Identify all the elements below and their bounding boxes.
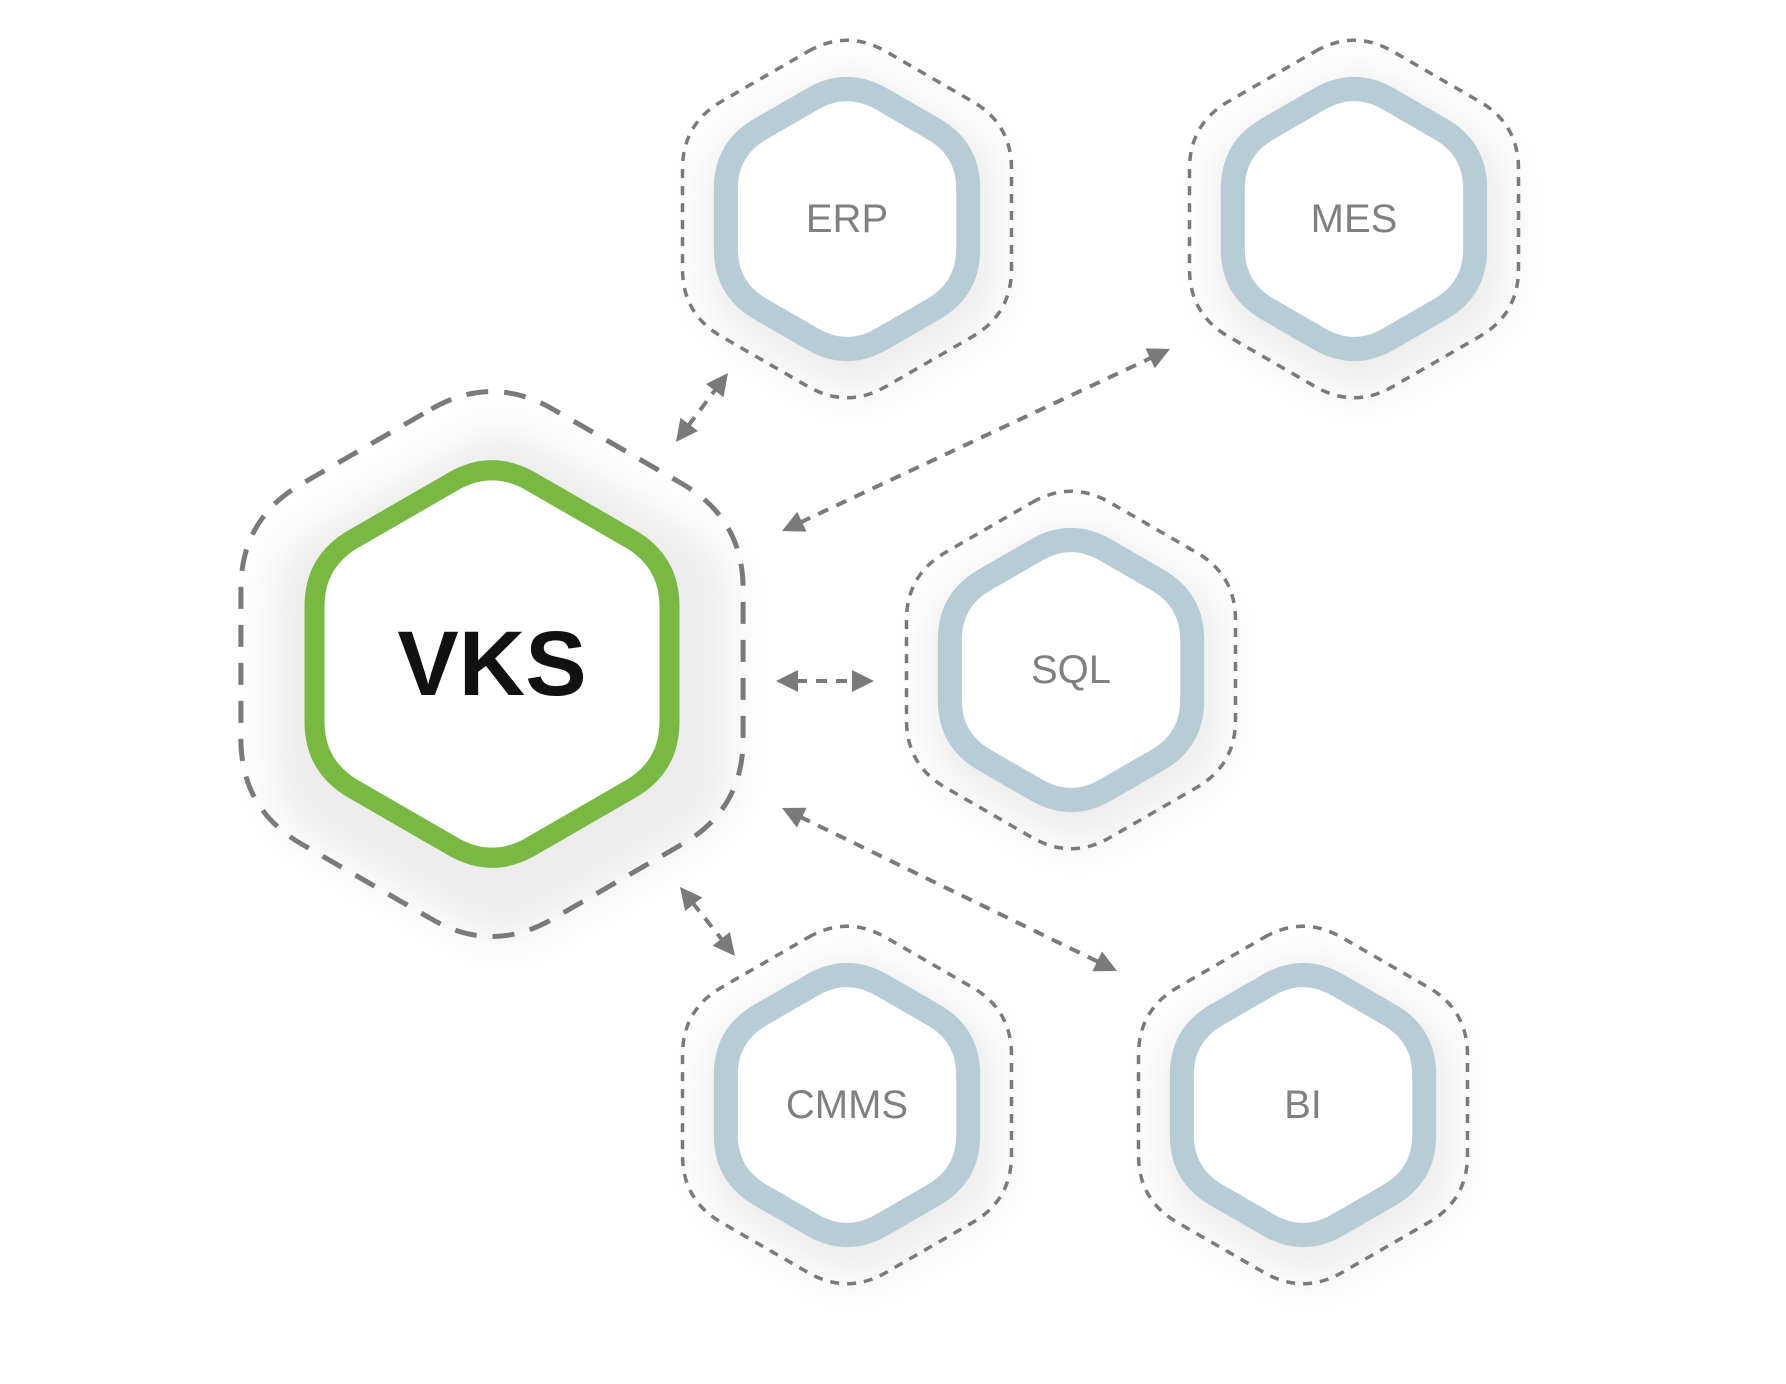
- sql-label: SQL: [1031, 648, 1111, 692]
- vks-label: VKS: [397, 613, 586, 715]
- cmms-dashed-boundary: [680, 924, 1014, 1286]
- mes-label: MES: [1311, 197, 1398, 241]
- arrowhead-erp-start: [676, 417, 699, 442]
- vks-dashed-boundary: [238, 389, 746, 939]
- arrowhead-bi-start: [782, 807, 807, 828]
- connector-vks-bi: [799, 814, 1100, 965]
- connector-vks-erp: [686, 387, 718, 428]
- bi-dashed-boundary: [1136, 924, 1470, 1286]
- arrowhead-erp-end: [705, 373, 728, 398]
- mes-hexagon: [1220, 77, 1488, 361]
- sql-hexagon: [937, 528, 1205, 812]
- cmms-hexagon: [713, 963, 981, 1247]
- bi-hexagon: [1169, 963, 1437, 1247]
- connector-vks-cmms: [690, 901, 725, 942]
- erp-label: ERP: [806, 197, 888, 241]
- bi-label: BI: [1284, 1083, 1322, 1127]
- cmms-label: CMMS: [786, 1083, 908, 1127]
- erp-dashed-boundary: [680, 38, 1014, 400]
- vks-hexagon: [304, 460, 680, 868]
- arrowhead-cmms-start: [680, 887, 703, 912]
- arrowhead-bi-end: [1092, 951, 1117, 972]
- arrowhead-sql-end: [852, 670, 874, 692]
- arrowhead-sql-start: [776, 670, 798, 692]
- erp-hexagon: [713, 77, 981, 361]
- connector-vks-mes: [799, 355, 1153, 525]
- arrowhead-cmms-end: [712, 931, 735, 956]
- arrowhead-mes-end: [1145, 348, 1170, 369]
- mes-dashed-boundary: [1187, 38, 1521, 400]
- arrowhead-mes-start: [782, 511, 807, 532]
- sql-dashed-boundary: [904, 489, 1238, 851]
